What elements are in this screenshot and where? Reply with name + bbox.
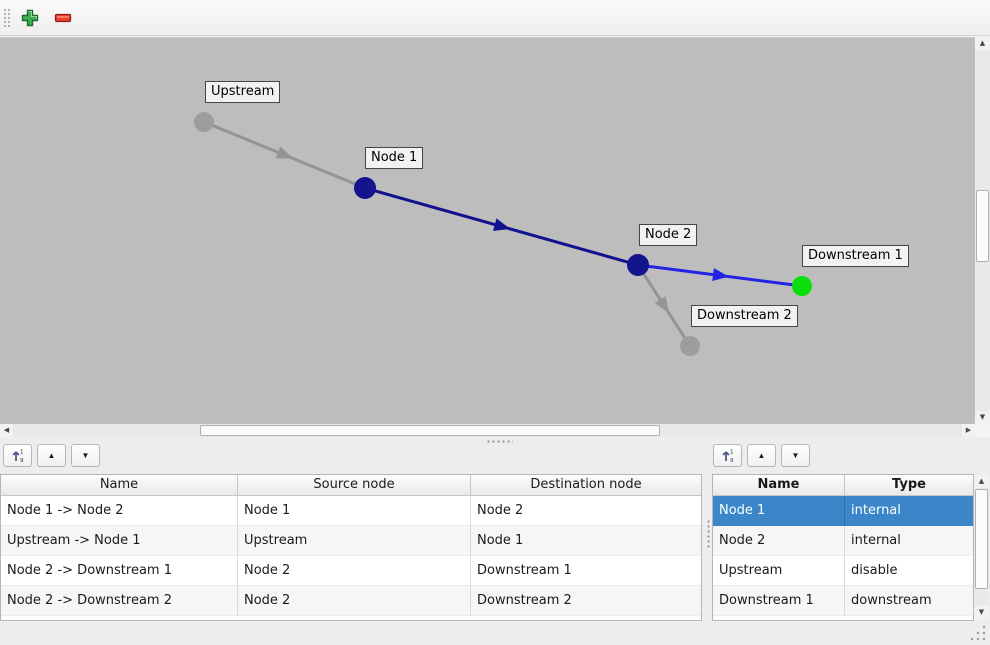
down-arrow-icon: ▼ <box>791 451 800 460</box>
edge-arrowhead <box>492 218 511 231</box>
graph-node[interactable] <box>680 336 700 356</box>
table-cell: Node 1 <box>713 496 845 526</box>
svg-text:9: 9 <box>730 458 734 463</box>
vertical-pane-splitter[interactable] <box>705 518 710 548</box>
graph-drawing <box>194 112 812 356</box>
node-label[interactable]: Upstream <box>205 81 281 103</box>
remove-node-button[interactable] <box>50 5 76 31</box>
column-header-type[interactable]: Type <box>845 475 973 496</box>
table-cell: Node 2 -> Downstream 1 <box>1 556 238 586</box>
scroll-down-button[interactable]: ▼ <box>974 606 989 619</box>
table-cell: Downstream 1 <box>471 556 701 586</box>
sort-ascending-icon: 1 9 <box>12 450 24 463</box>
edge-arrowhead <box>275 146 293 159</box>
edges-move-down-button[interactable]: ▼ <box>71 444 100 467</box>
horizontal-scroll-thumb[interactable] <box>200 425 660 436</box>
horizontal-pane-splitter[interactable] <box>485 438 513 443</box>
scroll-left-button[interactable]: ◀ <box>0 424 13 437</box>
node-label[interactable]: Downstream 1 <box>802 245 909 267</box>
scroll-up-button[interactable]: ▲ <box>975 37 990 50</box>
node-label[interactable]: Node 1 <box>365 147 424 169</box>
scroll-up-button[interactable]: ▲ <box>974 475 989 488</box>
up-arrow-icon: ▲ <box>757 451 766 460</box>
add-node-button[interactable] <box>17 5 43 31</box>
edges-panel-toolbar: 1 9 ▲ ▼ <box>3 444 100 467</box>
table-cell: Node 1 <box>238 496 471 526</box>
edge-arrowhead <box>712 268 729 282</box>
edges-table-header: Name Source node Destination node <box>1 475 701 496</box>
svg-text:9: 9 <box>20 458 24 463</box>
table-cell: Node 1 <box>471 526 701 556</box>
main-toolbar <box>0 0 990 36</box>
nodes-table-header: Name Type <box>713 475 973 496</box>
table-cell: Node 2 <box>238 556 471 586</box>
table-cell: downstream <box>845 586 973 616</box>
scroll-down-button[interactable]: ▼ <box>975 411 990 424</box>
plus-icon <box>21 9 39 27</box>
sort-ascending-icon: 1 9 <box>722 450 734 463</box>
table-cell: Node 2 <box>713 526 845 556</box>
table-cell: Upstream -> Node 1 <box>1 526 238 556</box>
minus-icon <box>54 13 72 23</box>
node-label[interactable]: Downstream 2 <box>691 305 798 327</box>
up-arrow-icon: ▲ <box>47 451 56 460</box>
table-cell: Node 2 <box>238 586 471 616</box>
table-cell: internal <box>851 503 901 518</box>
graph-node[interactable] <box>354 177 376 199</box>
table-cell: Node 1 -> Node 2 <box>1 496 238 526</box>
node-label[interactable]: Node 2 <box>639 224 698 246</box>
column-header-name[interactable]: Name <box>1 475 238 496</box>
edge-arrowhead <box>654 296 669 314</box>
graph-node[interactable] <box>194 112 214 132</box>
column-header-source-node[interactable]: Source node <box>238 475 471 496</box>
scrollbar-corner <box>975 424 990 437</box>
nodes-table-scrollbar[interactable]: ▲ ▼ <box>974 475 989 619</box>
scroll-right-button[interactable]: ▶ <box>962 424 975 437</box>
resize-grip[interactable] <box>968 623 988 643</box>
table-cell: disable <box>845 556 973 586</box>
edges-sort-button[interactable]: 1 9 <box>3 444 32 467</box>
table-cell: Node 2 -> Downstream 2 <box>1 586 238 616</box>
column-header-name[interactable]: Name <box>713 475 845 496</box>
graph-node[interactable] <box>627 254 649 276</box>
nodes-sort-button[interactable]: 1 9 <box>713 444 742 467</box>
graph-node[interactable] <box>792 276 812 296</box>
vertical-scroll-thumb[interactable] <box>976 190 989 262</box>
table-cell: Node 2 <box>471 496 701 526</box>
table-cell: Upstream <box>713 556 845 586</box>
edges-table: Name Source node Destination node Node 1… <box>0 474 702 621</box>
nodes-move-up-button[interactable]: ▲ <box>747 444 776 467</box>
table-cell: internal <box>845 526 973 556</box>
canvas-vertical-scrollbar[interactable]: ▲ ▼ <box>975 37 990 424</box>
table-cell: Upstream <box>238 526 471 556</box>
edges-move-up-button[interactable]: ▲ <box>37 444 66 467</box>
node-table-row[interactable]: Node 1 internal <box>713 496 973 526</box>
svg-text:1: 1 <box>20 450 24 456</box>
down-arrow-icon: ▼ <box>81 451 90 460</box>
toolbar-drag-handle[interactable] <box>3 8 10 29</box>
table-cell: Downstream 1 <box>713 586 845 616</box>
canvas-horizontal-scrollbar[interactable]: ◀ ▶ <box>0 424 975 437</box>
svg-text:1: 1 <box>730 450 734 456</box>
table-cell: Downstream 2 <box>471 586 701 616</box>
nodes-panel-toolbar: 1 9 ▲ ▼ <box>713 444 810 467</box>
nodes-move-down-button[interactable]: ▼ <box>781 444 810 467</box>
column-header-destination-node[interactable]: Destination node <box>471 475 701 496</box>
nodes-scroll-thumb[interactable] <box>975 489 988 589</box>
